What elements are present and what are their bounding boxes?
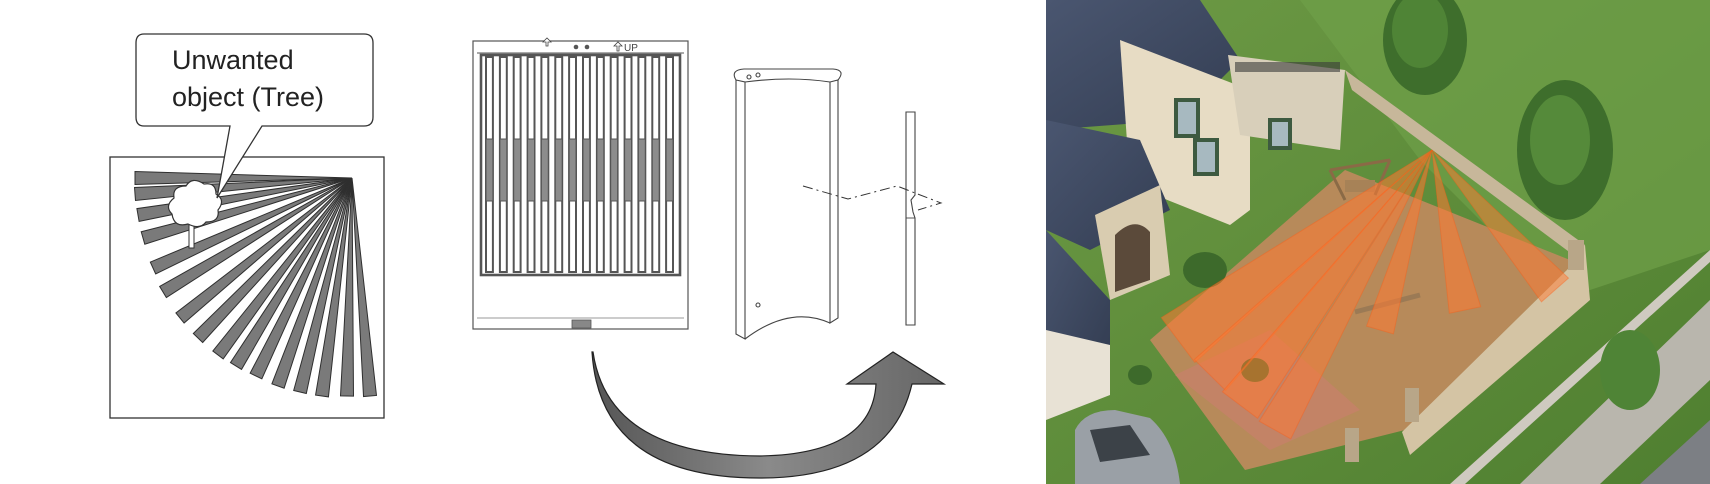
detection-beam <box>249 177 353 380</box>
tree-icon <box>1517 80 1613 220</box>
detection-beam <box>293 177 353 395</box>
detection-beam <box>149 177 353 275</box>
fence-post <box>1568 240 1584 270</box>
mask-curved-cover <box>733 68 842 340</box>
fence-post <box>1405 388 1419 422</box>
up-arrow-icon <box>613 41 623 52</box>
mask-shaded-segment <box>624 138 632 202</box>
mask-shaded-segment <box>513 138 522 202</box>
curved-arrow-icon <box>591 351 947 479</box>
callout-line-1: Unwanted <box>172 45 294 75</box>
mask-shaded-segment <box>568 138 577 202</box>
detection-beam-3d <box>1365 149 1433 335</box>
mask-shaded-segment <box>527 138 535 202</box>
detection-beam-3d <box>1221 149 1433 419</box>
mask-cross-section <box>802 111 943 326</box>
street <box>1640 420 1710 484</box>
detection-beam-3d <box>1258 149 1433 440</box>
mask-slats <box>485 56 674 273</box>
detection-pattern-diagram: Unwanted object (Tree) <box>109 33 385 419</box>
detection-beam <box>339 177 355 397</box>
detection-beam <box>192 177 353 344</box>
up-label: UP <box>624 43 638 54</box>
mask-tab <box>571 319 592 329</box>
tree-icon <box>1600 330 1660 410</box>
up-arrow-icon <box>542 37 552 47</box>
mask-shaded-segment <box>596 138 605 202</box>
detection-beam <box>314 177 353 398</box>
callout-bubble: Unwanted object (Tree) <box>135 33 374 199</box>
detection-beam <box>212 177 353 360</box>
mask-shaded-segment <box>610 138 619 202</box>
detection-beams-3d <box>1160 149 1570 440</box>
detection-beam-3d <box>1431 149 1570 303</box>
mask-shaded-segment <box>554 138 563 202</box>
mask-shaded-segment <box>540 138 549 202</box>
mask-shaded-segment <box>665 138 674 202</box>
fence-back <box>1345 70 1585 260</box>
mask-shaded-segment <box>637 138 646 202</box>
detection-beam <box>134 170 353 186</box>
mask-shaded-segment <box>582 138 591 202</box>
house <box>1046 0 1345 420</box>
indicator-dot <box>573 44 579 50</box>
tree-icon <box>1383 0 1467 95</box>
swing-set <box>1328 158 1392 201</box>
detection-beam <box>271 177 353 389</box>
detection-beam <box>158 177 353 299</box>
mask-sheet-diagram: UP <box>472 37 947 479</box>
detection-beam <box>351 177 378 398</box>
mask-shaded-segment <box>485 138 494 202</box>
detection-beam <box>175 177 353 324</box>
mask-shaded-segment <box>499 138 508 202</box>
parked-car <box>1075 410 1180 484</box>
mask-panel-flat: UP <box>472 37 689 330</box>
yard-illustration <box>1046 0 1710 484</box>
detection-beam-3d <box>1431 149 1482 314</box>
indicator-dot <box>584 44 590 50</box>
fence-post <box>1345 428 1359 462</box>
tree-icon <box>167 179 223 249</box>
mask-shaded-segment <box>651 138 660 202</box>
callout-line-2: object (Tree) <box>172 82 324 112</box>
detection-beam <box>229 177 353 371</box>
